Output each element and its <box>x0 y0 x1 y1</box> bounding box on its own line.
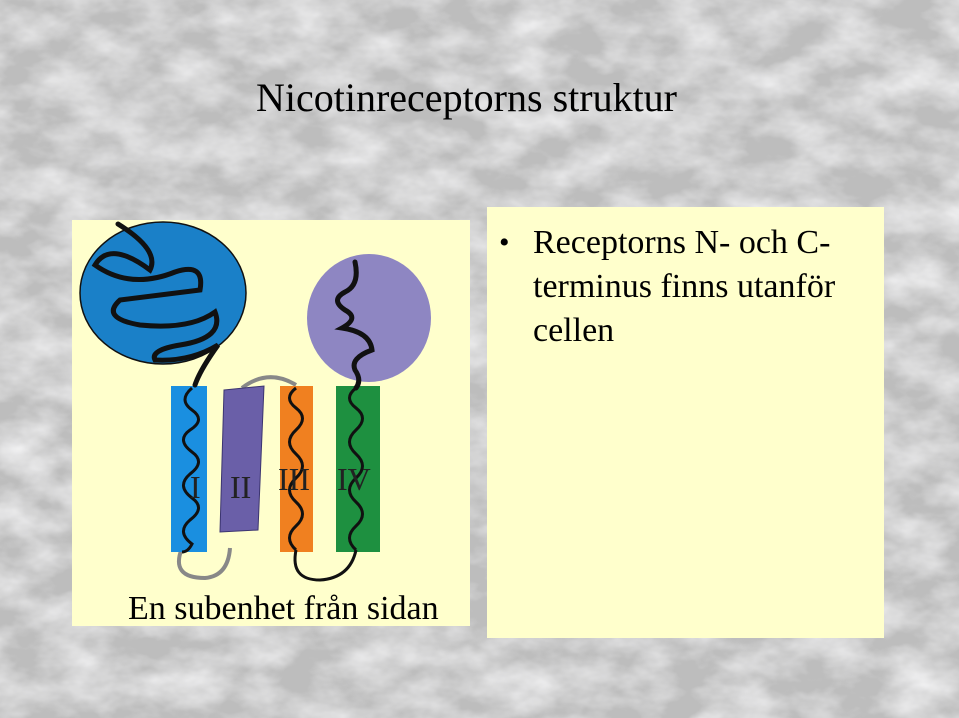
slide-title: Nicotinreceptorns struktur <box>256 75 677 120</box>
helix-iv-chain <box>348 386 364 552</box>
bullet-text: Receptorns N- och C-terminus finns utanf… <box>533 224 836 349</box>
c-terminal-domain <box>307 254 431 382</box>
bullet-item: • Receptorns N- och C-terminus finns uta… <box>499 221 869 353</box>
helix-i-bar <box>171 386 207 552</box>
c-terminal-chain <box>334 259 375 391</box>
helix-label-ii: II <box>230 469 251 505</box>
loop-iii-iv <box>293 549 358 582</box>
helix-label-i: I <box>190 469 201 505</box>
diagram-caption: En subenhet från sidan <box>128 590 439 627</box>
helix-iii-chain <box>288 386 304 552</box>
helix-label-iv: IV <box>337 461 371 497</box>
loop-i-ii <box>176 547 232 581</box>
helix-label-iii: III <box>278 461 310 497</box>
helix-ii-bar <box>219 385 265 533</box>
text-panel: • Receptorns N- och C-terminus finns uta… <box>487 207 884 638</box>
bullet-dot-icon: • <box>499 226 510 259</box>
loop-ii-iii <box>240 375 298 390</box>
n-terminal-chain <box>91 221 221 388</box>
helix-i-chain <box>181 386 200 554</box>
